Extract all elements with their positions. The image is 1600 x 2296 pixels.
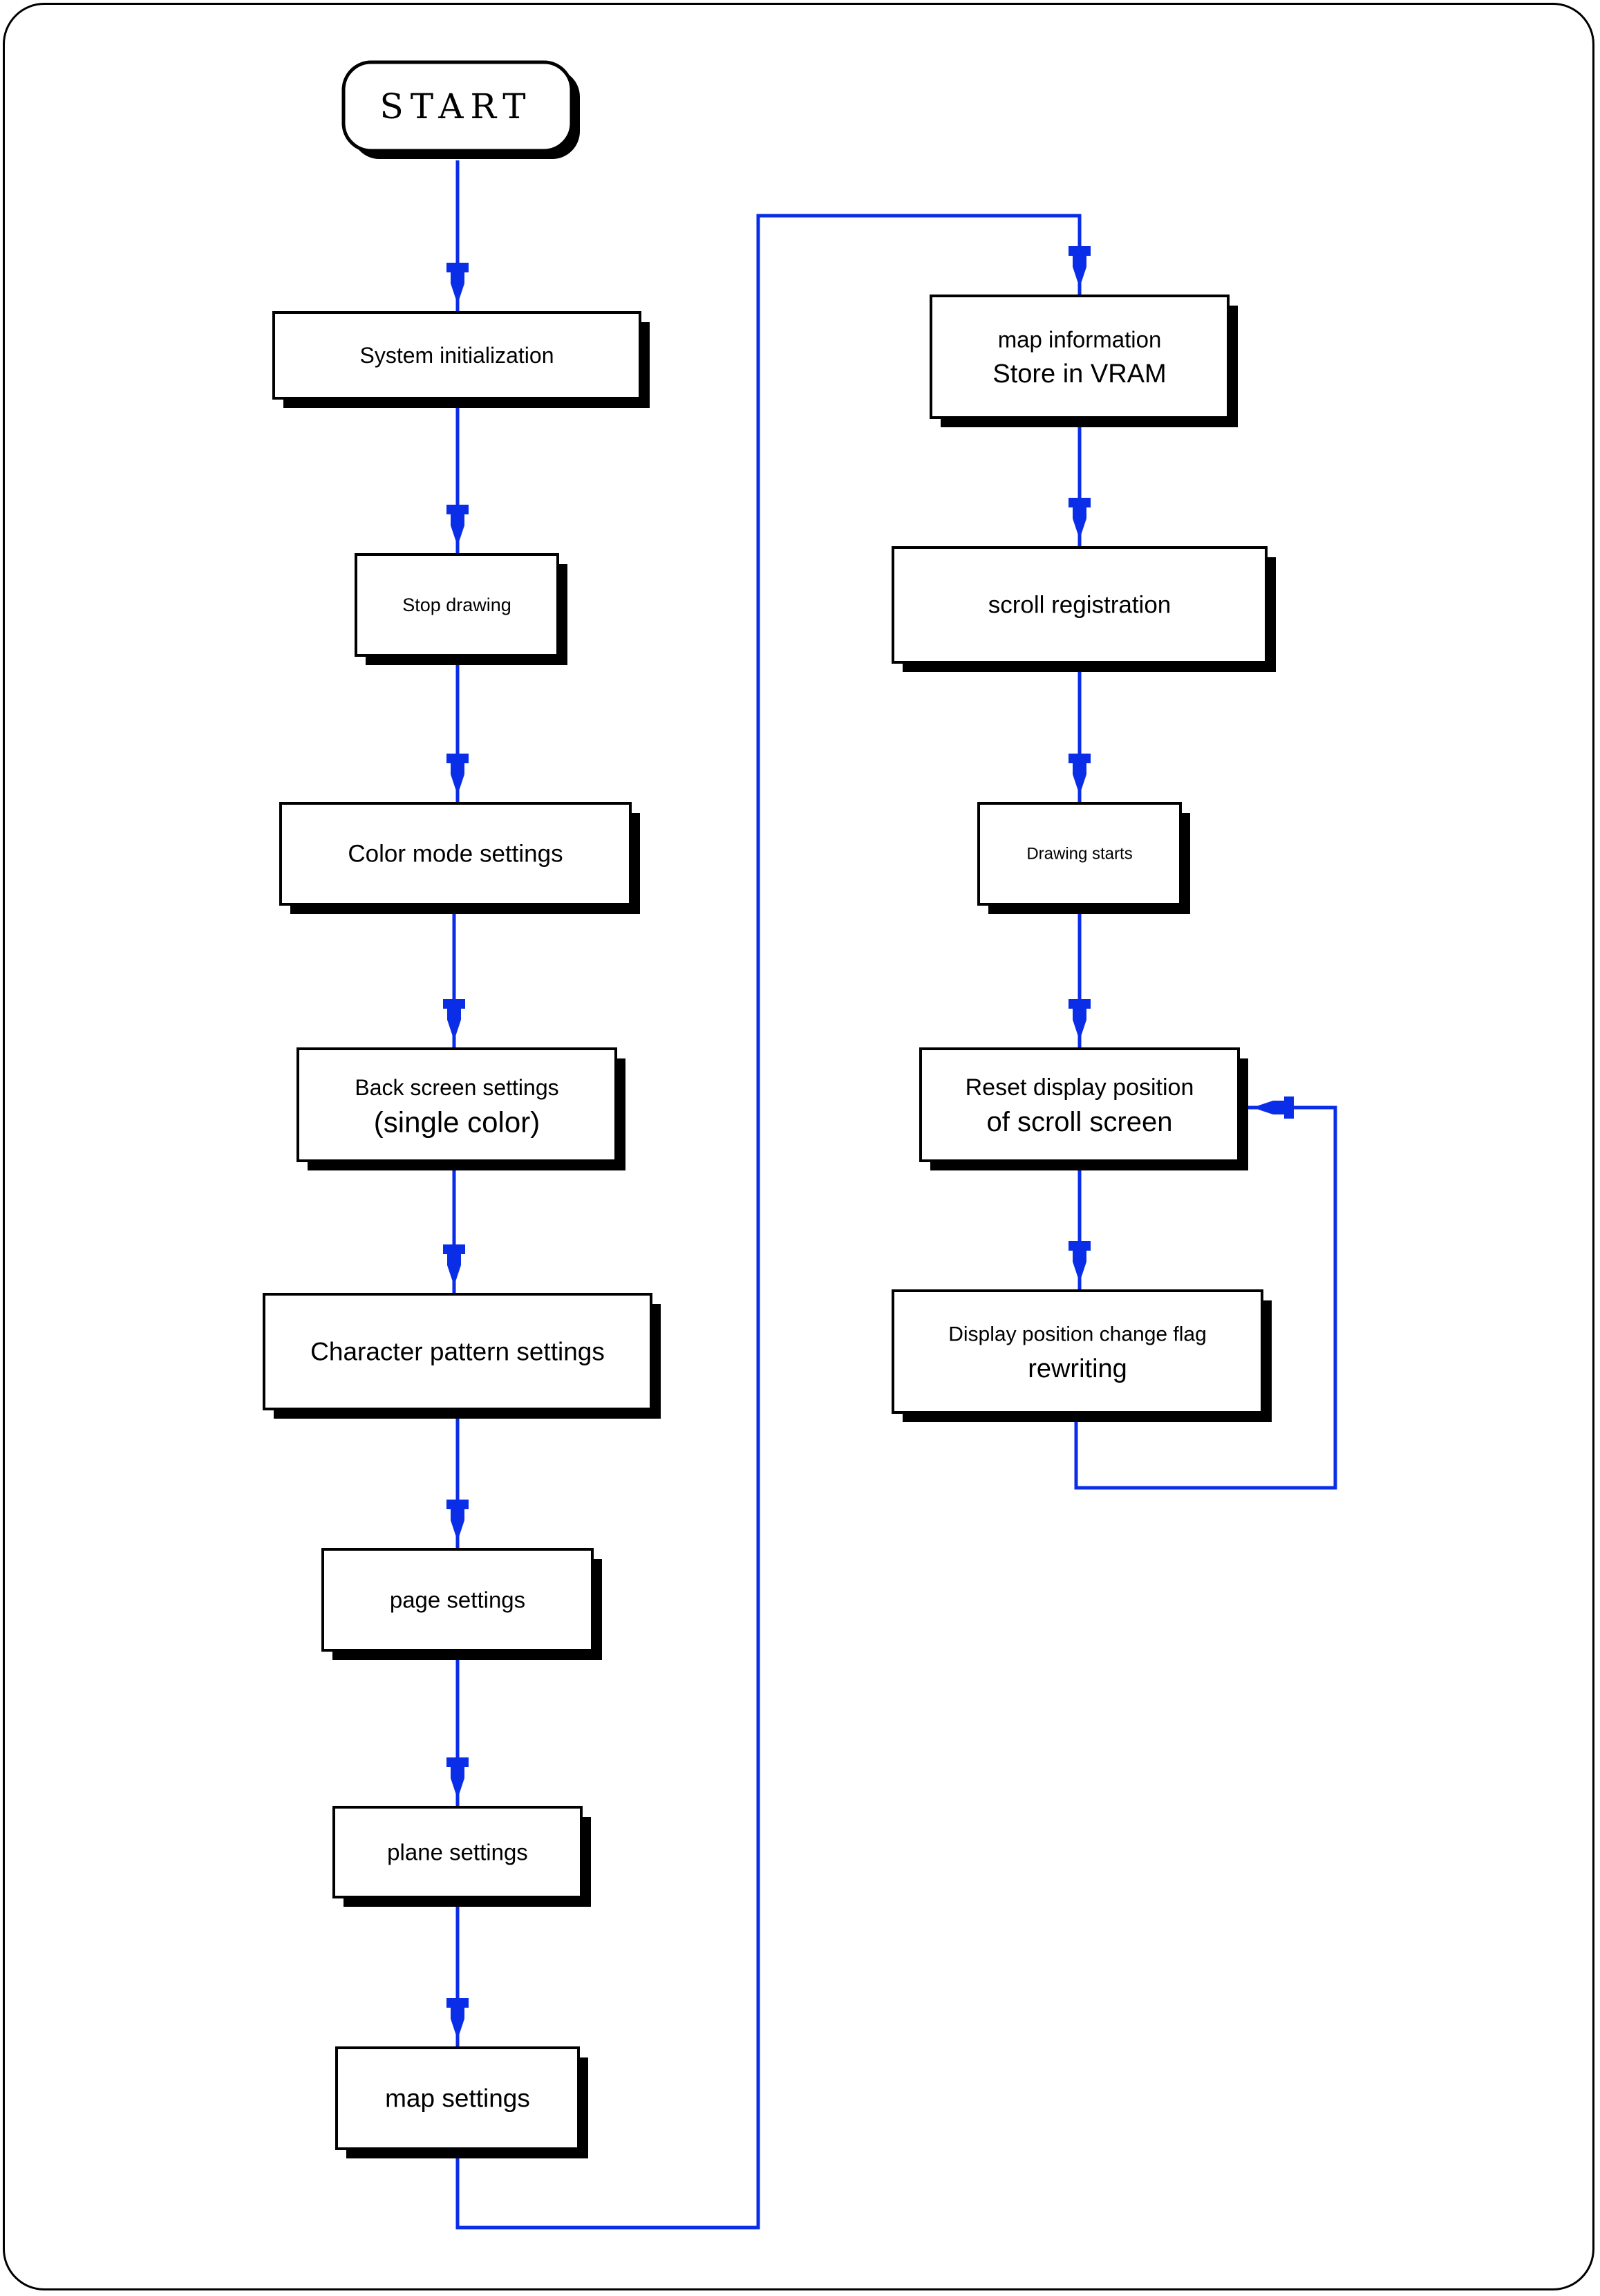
arrowhead-down <box>1069 1241 1091 1282</box>
box-outline <box>321 1548 594 1652</box>
display-position-change-flag-label-line-2: rewriting <box>1028 1354 1127 1383</box>
start-label: START <box>379 86 532 127</box>
arrowhead-down <box>1069 498 1091 539</box>
system-initialization-box: System initialization <box>272 311 650 408</box>
arrowhead-left <box>1252 1096 1294 1119</box>
character-pattern-settings-box: Character pattern settings <box>263 1293 661 1419</box>
box-outline <box>919 1047 1240 1162</box>
map-settings-label-line-1: map settings <box>385 2084 530 2113</box>
color-mode-settings-box: Color mode settings <box>279 802 640 914</box>
connectors <box>452 160 1337 2230</box>
arrowhead-down <box>1069 754 1091 795</box>
box-outline <box>977 802 1182 906</box>
box-outline <box>332 1806 583 1898</box>
arrowhead-down <box>446 263 469 304</box>
drawing-starts-box: Drawing starts <box>977 802 1190 914</box>
diagram-frame <box>3 3 1594 2290</box>
arrowhead-down <box>446 1998 469 2040</box>
arrowhead-down <box>1069 999 1091 1040</box>
reset-display-position-box: Reset display position of scroll screen <box>919 1047 1248 1170</box>
stop-drawing-box: Stop drawing <box>355 553 567 665</box>
reset-display-position-label-line-1: Reset display position <box>966 1074 1194 1101</box>
back-screen-settings-box: Back screen settings (single color) <box>297 1047 625 1170</box>
stop-drawing-label-line-1: Stop drawing <box>402 595 511 615</box>
scroll-registration-box: scroll registration <box>892 546 1276 672</box>
box-outline <box>892 1289 1263 1414</box>
page-settings-label-line-1: page settings <box>390 1587 525 1613</box>
box-outline <box>263 1293 652 1410</box>
plane-settings-label-line-1: plane settings <box>387 1840 528 1865</box>
box-outline <box>930 295 1230 419</box>
color-mode-settings-label-line-1: Color mode settings <box>348 841 563 868</box>
drawing-starts-label-line-1: Drawing starts <box>1026 845 1132 864</box>
map-information-store-label-line-2: Store in VRAM <box>992 360 1166 389</box>
box-outline <box>355 553 559 657</box>
box-outline <box>272 311 641 400</box>
connector-line <box>1074 1105 1337 1490</box>
start-terminal: START <box>341 60 580 159</box>
arrowhead-down <box>446 1757 469 1799</box>
arrowhead-down <box>1069 246 1091 288</box>
page-settings-box: page settings <box>321 1548 602 1660</box>
arrowhead-down <box>446 505 469 546</box>
display-position-change-flag-label-line-1: Display position change flag <box>948 1323 1207 1346</box>
character-pattern-settings-label-line-1: Character pattern settings <box>310 1338 605 1366</box>
arrowhead-down <box>443 999 465 1040</box>
connector-line <box>455 214 1082 2230</box>
box-outline <box>297 1047 617 1162</box>
arrowhead-down <box>443 1244 465 1286</box>
plane-settings-box: plane settings <box>332 1806 591 1907</box>
map-information-store-label-line-1: map information <box>998 327 1162 353</box>
box-outline <box>335 2046 580 2150</box>
map-settings-box: map settings <box>335 2046 588 2158</box>
arrowhead-down <box>446 1500 469 1541</box>
box-outline <box>892 546 1268 664</box>
reset-display-position-label-line-2: of scroll screen <box>987 1107 1173 1137</box>
back-screen-settings-label-line-2: (single color) <box>374 1106 540 1139</box>
display-position-change-flag-box: Display position change flag rewriting <box>892 1289 1272 1422</box>
back-screen-settings-label-line-1: Back screen settings <box>355 1075 558 1100</box>
arrowheads <box>443 246 1294 2040</box>
box-outline <box>279 802 632 906</box>
arrowhead-down <box>446 754 469 795</box>
system-initialization-label-line-1: System initialization <box>360 343 554 368</box>
scroll-registration-label-line-1: scroll registration <box>988 592 1171 619</box>
